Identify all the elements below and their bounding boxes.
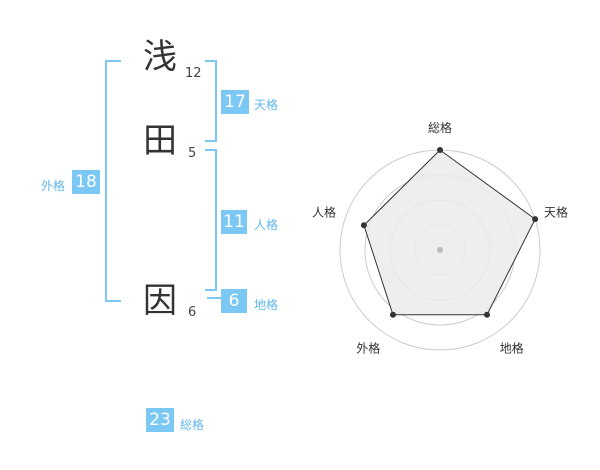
jinkaku-value: 11 (221, 210, 247, 234)
chikaku-value: 6 (221, 289, 247, 313)
gaikaku-value: 18 (72, 170, 100, 194)
radar-points (360, 147, 539, 318)
soukaku-label: 総格 (180, 418, 205, 432)
radar-point-3 (484, 311, 491, 318)
radar-point-2 (532, 216, 539, 223)
chikaku-connector (207, 297, 221, 299)
radar-point-1 (437, 147, 443, 153)
radar-point-5 (360, 222, 367, 229)
radar-center-dot (437, 247, 443, 253)
radar-data-area (363, 149, 536, 316)
radar-axis-label: 人格 (312, 204, 336, 219)
stroke-count-2: 5 (188, 146, 197, 161)
chikaku-label: 地格 (254, 298, 279, 312)
radar-axis-label: 地格 (500, 341, 524, 356)
name-char-1: 浅 (143, 37, 177, 77)
jinkaku-label: 人格 (254, 218, 279, 232)
radar-point-4 (389, 311, 396, 318)
tenkaku-bracket (205, 60, 217, 142)
stroke-count-1: 12 (185, 66, 202, 81)
gaikaku-label: 外格 (41, 179, 66, 193)
name-char-3: 因 (143, 281, 177, 321)
stroke-count-3: 6 (188, 305, 197, 320)
tenkaku-label: 天格 (254, 98, 279, 112)
tenkaku-value: 17 (221, 90, 249, 114)
radar-axis-label: 外格 (356, 341, 380, 356)
radar-axis-label: 天格 (544, 204, 568, 219)
soukaku-value: 23 (146, 408, 174, 432)
name-char-2: 田 (143, 121, 177, 161)
radar-axis-label: 総格 (428, 120, 452, 135)
jinkaku-bracket (205, 149, 217, 291)
gaikaku-bracket (105, 60, 121, 302)
